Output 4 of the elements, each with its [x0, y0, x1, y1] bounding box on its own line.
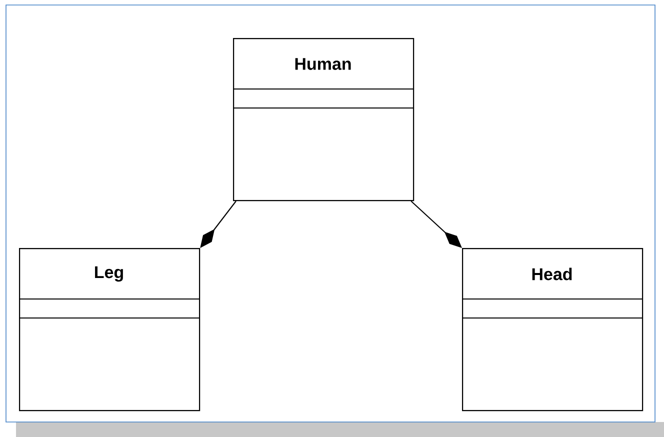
class-box: Leg — [19, 248, 200, 412]
class-box: Human — [233, 38, 414, 202]
composition-line — [410, 200, 462, 248]
class-box: Head — [462, 248, 644, 412]
